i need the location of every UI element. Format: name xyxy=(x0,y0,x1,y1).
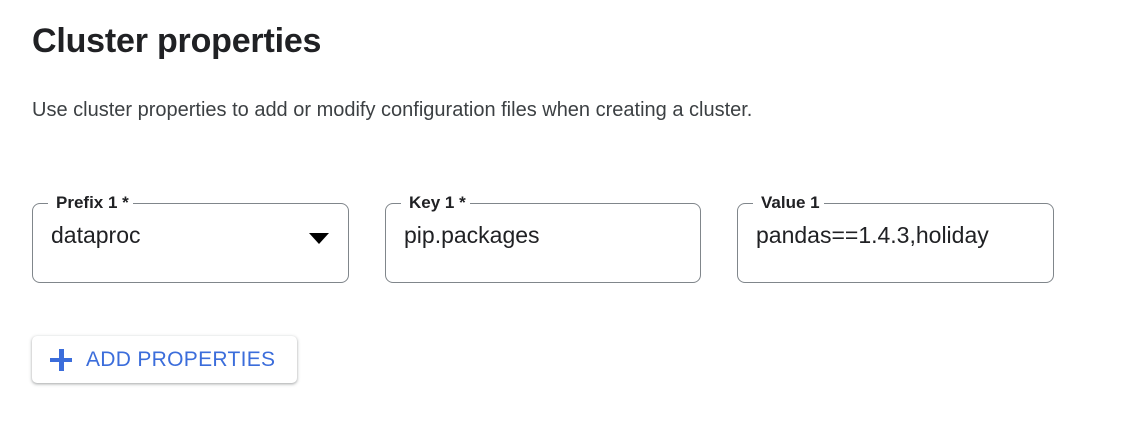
add-properties-button-label: ADD PROPERTIES xyxy=(86,347,276,371)
page-title: Cluster properties xyxy=(32,22,322,60)
value-input-field[interactable]: Value 1 pandas==1.4.3,holiday xyxy=(737,192,1054,283)
key-field-label: Key 1 * xyxy=(405,192,470,214)
page-description: Use cluster properties to add or modify … xyxy=(32,99,753,121)
properties-field-row: Prefix 1 * dataproc Key 1 * pip.packages… xyxy=(0,192,1122,285)
prefix-select-field[interactable]: Prefix 1 * dataproc xyxy=(32,192,349,283)
prefix-value-wrap: dataproc xyxy=(51,219,301,253)
key-input-field[interactable]: Key 1 * pip.packages xyxy=(385,192,701,283)
add-properties-button[interactable]: ADD PROPERTIES xyxy=(32,336,298,383)
plus-icon xyxy=(50,348,72,371)
value-field-value: pandas==1.4.3,holiday xyxy=(756,222,989,248)
chevron-down-icon[interactable] xyxy=(309,233,329,244)
key-field-value: pip.packages xyxy=(404,222,540,248)
value-field-label: Value 1 xyxy=(757,192,824,214)
value-value-wrap: pandas==1.4.3,holiday xyxy=(756,219,1038,253)
prefix-field-value: dataproc xyxy=(51,222,141,248)
key-value-wrap: pip.packages xyxy=(404,219,685,253)
prefix-field-label: Prefix 1 * xyxy=(52,192,133,214)
